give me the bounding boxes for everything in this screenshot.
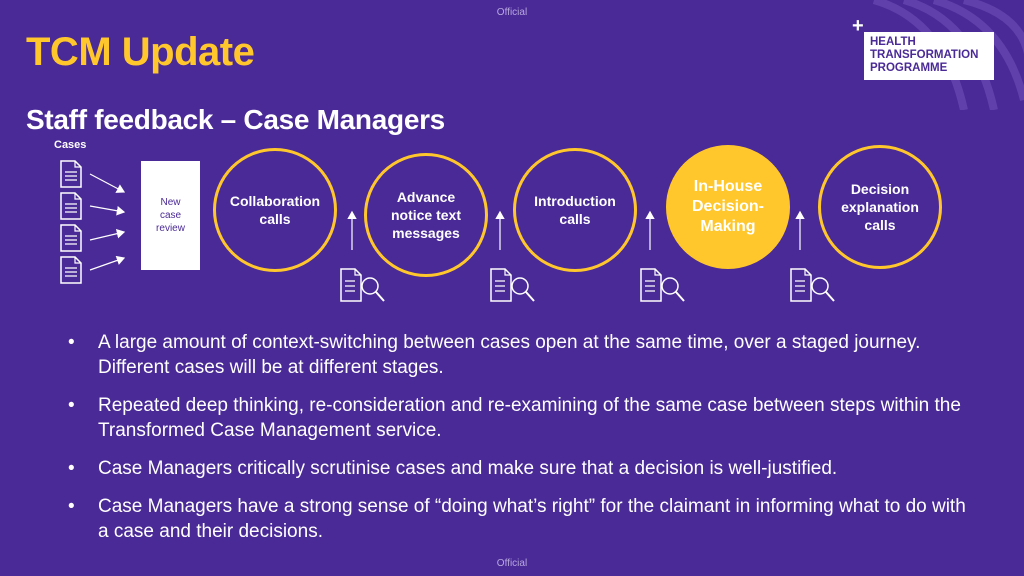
stage-label-line: messages (392, 225, 460, 241)
case-document-icon (60, 224, 82, 252)
stage-advance-notice-text-messages: Advance notice text messages (364, 153, 488, 277)
slide-subtitle: Staff feedback – Case Managers (26, 104, 445, 135)
case-document-icon (60, 256, 82, 284)
stage-label-line: calls (259, 211, 291, 227)
new-case-review-box: New case review (141, 161, 200, 270)
logo-line-1: HEALTH (870, 36, 916, 48)
stage-label-line: Making (700, 218, 756, 235)
stage-decision-explanation-calls: Decision explanation calls (818, 145, 942, 269)
stage-label-line: calls (559, 211, 591, 227)
logo-line-3: PROGRAMME (870, 62, 948, 74)
stage-label-line: notice text (390, 207, 461, 223)
stage-in-house-decision-making: In-House Decision- Making (666, 145, 790, 269)
review-box-line: review (156, 223, 185, 234)
stage-label-line: Introduction (534, 193, 616, 209)
bullet-item: A large amount of context-switching betw… (68, 330, 968, 380)
cases-label: Cases (54, 139, 87, 151)
stage-label-line: explanation (841, 199, 919, 215)
stage-introduction-calls: Introduction calls (513, 148, 637, 272)
stage-label-line: Decision (850, 181, 910, 197)
case-document-icon (60, 192, 82, 220)
document-search-icon (640, 268, 685, 302)
bullet-item: Case Managers critically scrutinise case… (68, 456, 968, 481)
stage-label-line: In-House (693, 178, 763, 195)
programme-logo: HEALTH TRANSFORMATION PROGRAMME (864, 32, 994, 80)
review-box-line: New (160, 197, 181, 208)
document-search-icon (340, 268, 385, 302)
review-box-line: case (159, 210, 182, 221)
stage-collaboration-calls: Collaboration calls (213, 148, 337, 272)
stage-label-line: Collaboration (229, 193, 321, 209)
document-search-icon (490, 268, 535, 302)
classification-label-bottom: Official (496, 558, 528, 569)
logo-line-2: TRANSFORMATION (870, 49, 979, 61)
document-search-icon (790, 268, 835, 302)
classification-label-top: Official (496, 7, 528, 18)
stage-label-line: Decision- (691, 198, 764, 215)
bullet-item: Repeated deep thinking, re-consideration… (68, 393, 968, 443)
stage-label-line: calls (864, 217, 896, 233)
slide-title: TCM Update (26, 30, 255, 74)
stage-label-line: Advance (396, 189, 456, 205)
bullet-item: Case Managers have a strong sense of “do… (68, 494, 968, 544)
case-document-icon (60, 160, 82, 188)
feedback-bullet-list: A large amount of context-switching betw… (68, 330, 968, 557)
logo-plus-icon: + (852, 15, 864, 37)
